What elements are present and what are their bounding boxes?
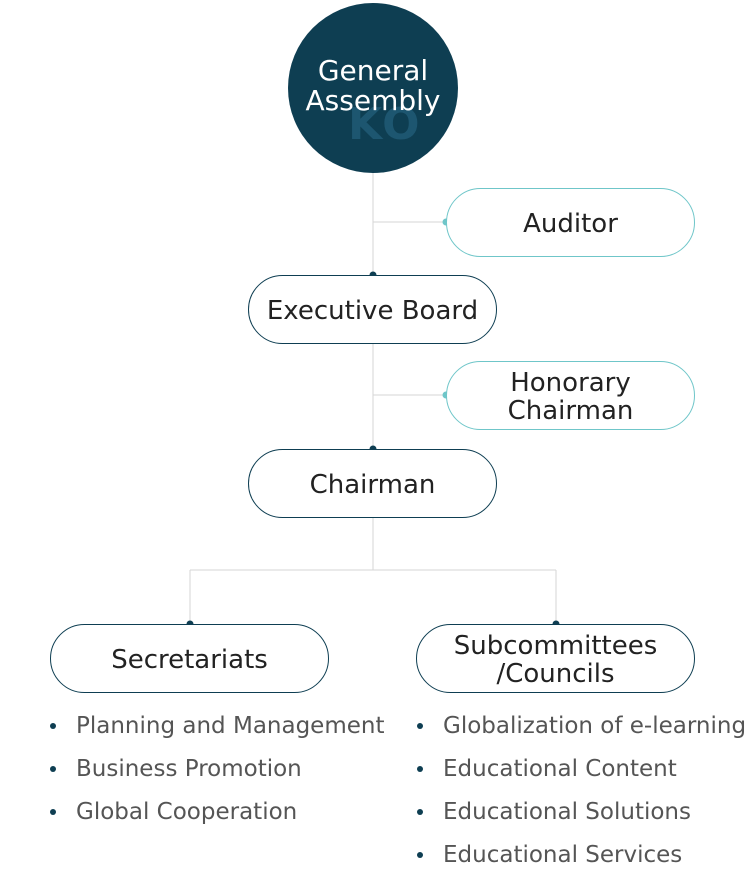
list-item: Business Promotion: [48, 754, 384, 797]
list-item: Educational Services: [415, 840, 746, 883]
secretariats-label: Secretariats: [111, 644, 268, 675]
bullet-icon: [50, 766, 56, 772]
executive-board-label: Executive Board: [266, 295, 479, 326]
chairman-label: Chairman: [309, 469, 436, 500]
list-item: Planning and Management: [48, 711, 384, 754]
subcommittees-label: Subcommittees /Councils: [453, 630, 658, 689]
executive-board-node: Executive Board: [248, 275, 497, 344]
auditor-node: Auditor: [446, 188, 695, 257]
bullet-icon: [417, 723, 423, 729]
subcommittees-node: Subcommittees /Councils: [416, 624, 695, 693]
list-item: Globalization of e-learning: [415, 711, 746, 754]
subcommittees-list: Globalization of e-learning Educational …: [415, 711, 746, 883]
bullet-icon: [417, 809, 423, 815]
honorary-chairman-node: Honorary Chairman: [446, 361, 695, 430]
bullet-icon: [417, 766, 423, 772]
general-assembly-label: General Assembly: [305, 54, 441, 117]
bullet-icon: [50, 809, 56, 815]
bullet-icon: [50, 723, 56, 729]
general-assembly-node: KO General Assembly: [288, 3, 458, 173]
auditor-label: Auditor: [523, 208, 618, 239]
list-item: Global Cooperation: [48, 797, 384, 840]
list-item: Educational Content: [415, 754, 746, 797]
chairman-node: Chairman: [248, 449, 497, 518]
secretariats-node: Secretariats: [50, 624, 329, 693]
honorary-chairman-label: Honorary Chairman: [507, 367, 634, 426]
bullet-icon: [417, 852, 423, 858]
list-item: Educational Solutions: [415, 797, 746, 840]
secretariats-list: Planning and Management Business Promoti…: [48, 711, 384, 840]
watermark-logo: KO: [348, 99, 422, 150]
